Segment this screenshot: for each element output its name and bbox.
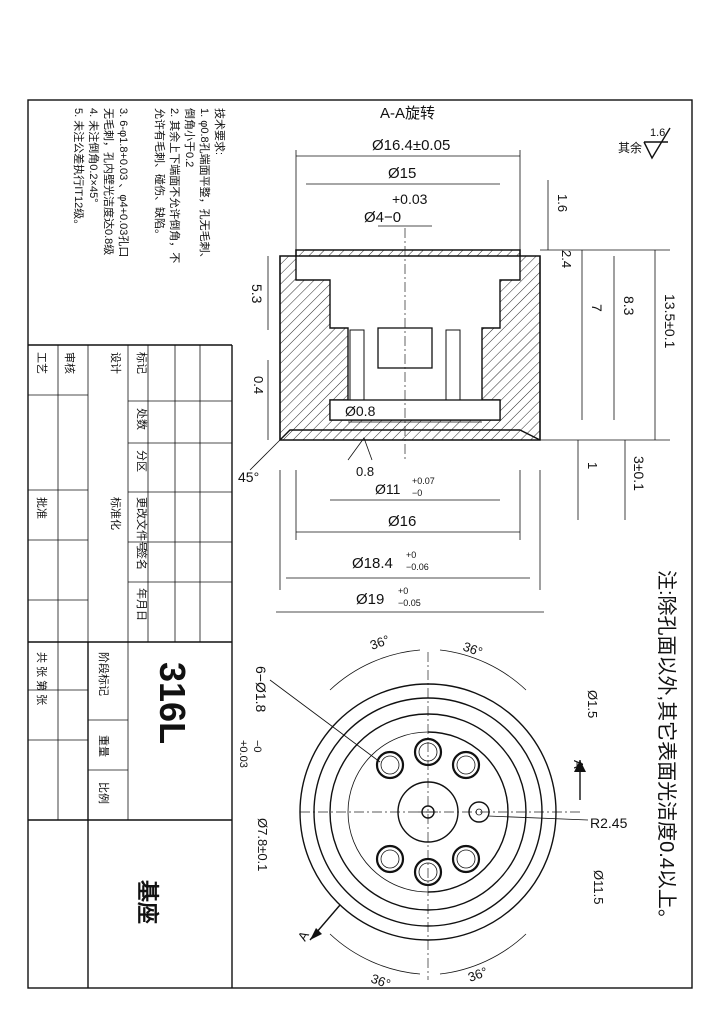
roughness-symbol: 其余 1.6	[618, 127, 671, 160]
tb-designer: 设计	[109, 352, 122, 374]
tech-item: 1. φ0.8孔端面平整，孔无毛刺、	[198, 108, 212, 264]
dim-d19-main: Ø19	[356, 591, 384, 608]
tech-item: 允许有毛刺、碰伤、缺陷。	[153, 108, 167, 240]
roughness-value: 1.6	[650, 127, 665, 139]
dim-d18-4-lower: −0.06	[406, 562, 429, 572]
tech-item: 倒角小于0.2	[183, 108, 196, 167]
dim-d16-4: Ø16.4±0.05	[372, 137, 450, 154]
dim-r0-8: 0.8	[356, 464, 374, 479]
title-block-labels: 标记 处数 分区 更改文件号 签名 年月日 设计 审核 工艺 标准化 批准 阶段…	[35, 352, 193, 924]
section-view	[279, 228, 541, 460]
tb-row-zone: 分区	[135, 450, 148, 472]
plan-d11-5: Ø11.5	[591, 870, 606, 904]
dim-d4-tol: +0.03	[392, 191, 428, 207]
dim-d11-lower: −0	[412, 488, 422, 498]
dim-1: 1	[585, 462, 600, 469]
plan-holes-upper: +0.03	[237, 740, 249, 768]
dim-d11: Ø11 +0.07 −0	[375, 476, 435, 498]
tech-item: 3. 6-φ1.8+0.03 、φ4+0.03孔口	[117, 108, 130, 257]
dim-45: 45°	[238, 469, 259, 485]
tb-weight: 重量	[97, 735, 111, 757]
dim-1-6: 1.6	[555, 194, 570, 212]
plan-holes-lower: −0	[251, 740, 263, 753]
dim-d4: Ø4−0	[364, 209, 401, 226]
part-name: 基座	[135, 880, 160, 924]
tb-scale: 比例	[97, 782, 111, 804]
plan-holes-main: 6−Ø1.8	[253, 666, 269, 713]
tb-stage: 阶段标记	[97, 652, 111, 696]
plan-d7-8: Ø7.8±0.1	[255, 818, 270, 871]
plan-view	[269, 649, 589, 980]
tech-item: 无毛刺，孔内壁光洁度达0.8级	[102, 108, 116, 255]
dim-d18-4: Ø18.4 +0 −0.06	[352, 550, 429, 572]
tb-row-change: 更改文件号	[135, 497, 149, 552]
tech-item: 4. 未注倒角0.2×45°	[87, 108, 101, 203]
plan-angle: 36°	[466, 964, 490, 985]
tech-heading: 技术要求:	[213, 108, 226, 155]
dim-2-4: 2.4	[559, 250, 574, 268]
dimension-lines-horizontal	[276, 150, 544, 613]
dim-d15: Ø15	[388, 165, 416, 182]
tb-standard: 标准化	[109, 497, 123, 530]
dim-d11-upper: +0.07	[412, 476, 435, 486]
plan-angle: 36°	[369, 971, 393, 992]
tb-row-date: 年月日	[135, 588, 149, 621]
dim-d19-upper: +0	[398, 586, 408, 596]
handwritten-note: 注:除孔面以外,其它表面光洁度0.4以上。	[655, 570, 678, 929]
plan-d1-5: Ø1.5	[585, 690, 600, 718]
tb-row-sign: 签名	[135, 548, 149, 570]
dim-d18-4-main: Ø18.4	[352, 555, 393, 572]
dim-d19: Ø19 +0 −0.05	[356, 586, 421, 608]
dim-0-4: 0.4	[251, 376, 266, 394]
tb-row-mark: 标记	[135, 352, 149, 374]
dim-d19-lower: −0.05	[398, 598, 421, 608]
dim-13-5: 13.5±0.1	[662, 294, 678, 349]
tech-item: 5. 未注公差执行IT12级。	[72, 108, 86, 230]
tech-item: 2. 其余上下端面不允许倒角，不	[168, 108, 182, 263]
drawing-border	[27, 99, 693, 989]
plan-r2-45: R2.45	[590, 815, 628, 831]
tb-approve: 批准	[35, 497, 49, 519]
dim-7: 7	[589, 304, 605, 312]
dim-d16: Ø16	[388, 513, 416, 530]
dim-3: 3±0.1	[631, 456, 647, 491]
part-number: 316L	[152, 662, 193, 744]
title-block	[28, 344, 233, 988]
tb-row-count: 处数	[135, 408, 148, 430]
dim-d11-main: Ø11	[375, 481, 401, 497]
technical-requirements: 技术要求: 1. φ0.8孔端面平整，孔无毛刺、 倒角小于0.2 2. 其余上下…	[72, 108, 226, 264]
tb-process: 工艺	[35, 352, 48, 374]
dim-d0-8: Ø0.8	[345, 403, 376, 419]
plan-angle: 36°	[461, 639, 485, 660]
roughness-label: 其余	[618, 140, 642, 155]
hole-pattern	[375, 737, 481, 887]
dim-5-3: 5.3	[249, 284, 265, 304]
dim-8-3: 8.3	[621, 296, 637, 316]
plan-label-a: A	[571, 760, 586, 769]
dim-d18-4-upper: +0	[406, 550, 416, 560]
section-title: A-A旋转	[380, 105, 435, 122]
tb-checker: 审核	[63, 352, 77, 374]
dimension-lines-vertical	[249, 180, 670, 520]
plan-label-a: A	[295, 928, 312, 943]
tb-sheets: 共 张 第 张	[35, 652, 49, 705]
plan-angle: 36°	[368, 632, 392, 653]
plan-holes-callout: 6−Ø1.8 +0.03 −0	[237, 666, 269, 768]
